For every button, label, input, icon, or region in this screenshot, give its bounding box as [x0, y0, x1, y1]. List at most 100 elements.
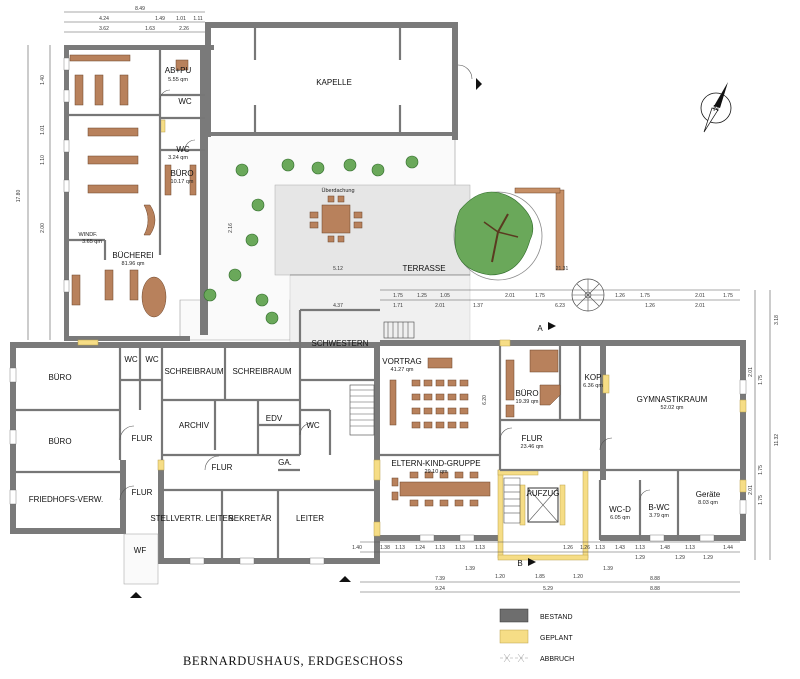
- room-wc-c: WC: [306, 421, 320, 430]
- room-wc-mid: WC: [176, 145, 190, 154]
- entrance-stair: [503, 477, 521, 524]
- svg-text:1.75: 1.75: [640, 293, 650, 299]
- svg-text:1.37: 1.37: [473, 303, 483, 309]
- room-b-wc: B-WC: [648, 503, 670, 512]
- svg-text:1.25: 1.25: [417, 293, 427, 299]
- room-vortrag: VORTRAG: [382, 357, 421, 366]
- legend-swatch-bestand: [499, 608, 529, 623]
- svg-text:8.88: 8.88: [650, 586, 660, 592]
- lecture-seating: [389, 357, 469, 429]
- door-swings: [119, 64, 651, 501]
- staircase-west: [349, 384, 375, 436]
- room-ab-pu: AB+PU: [165, 66, 192, 75]
- svg-text:41.27 qm: 41.27 qm: [391, 367, 414, 373]
- dimension-labels: 8.49 4.24 1.49 1.01 1.11 3.62 1.63 2.26 …: [16, 6, 780, 592]
- svg-text:5.12: 5.12: [333, 266, 343, 272]
- label-ueberdachung: Überdachung: [321, 187, 354, 194]
- north-arrow: N: [700, 82, 732, 133]
- room-schreibraum-2: SCHREIBRAUM: [232, 367, 291, 376]
- svg-text:1.44: 1.44: [723, 545, 733, 551]
- svg-text:2.00: 2.00: [40, 223, 46, 233]
- room-aufzug: AUFZUG: [527, 489, 560, 498]
- svg-text:6.20: 6.20: [482, 395, 488, 405]
- svg-text:21.31: 21.31: [556, 266, 569, 272]
- svg-text:1.01: 1.01: [40, 125, 46, 135]
- room-wc-top: WC: [178, 97, 192, 106]
- svg-text:6.36 qm: 6.36 qm: [583, 383, 603, 389]
- room-buero-east: BÜRO: [515, 389, 538, 398]
- dimension-lines: [27, 11, 771, 593]
- svg-text:1.39: 1.39: [603, 566, 613, 572]
- svg-text:9.24: 9.24: [435, 586, 445, 592]
- svg-text:23.46 qm: 23.46 qm: [521, 444, 544, 450]
- section-marker-a: A: [537, 322, 556, 333]
- svg-text:1.75: 1.75: [393, 293, 403, 299]
- svg-text:3.65 qm: 3.65 qm: [82, 239, 102, 245]
- room-eltern-kind-gruppe: ELTERN-KIND-GRUPPE: [391, 459, 480, 468]
- svg-text:2.01: 2.01: [748, 485, 754, 495]
- svg-text:1.05: 1.05: [440, 293, 450, 299]
- svg-text:4.24: 4.24: [99, 16, 109, 22]
- legend-swatch-abbruch: [500, 653, 528, 663]
- svg-text:1.13: 1.13: [455, 545, 465, 551]
- spiral-stair: [571, 278, 605, 312]
- svg-text:1.40: 1.40: [352, 545, 362, 551]
- room-buecherei: BÜCHEREI: [112, 251, 153, 260]
- interior-walls: [16, 28, 740, 558]
- svg-text:1.85: 1.85: [535, 574, 545, 580]
- svg-text:1.24: 1.24: [415, 545, 425, 551]
- svg-text:52.02 qm: 52.02 qm: [661, 405, 684, 411]
- svg-text:6.23: 6.23: [555, 303, 565, 309]
- section-marker-b: B: [517, 558, 536, 568]
- svg-text:2.01: 2.01: [695, 293, 705, 299]
- svg-text:1.43: 1.43: [615, 545, 625, 551]
- room-wf: WF: [134, 546, 147, 555]
- svg-text:3.18: 3.18: [774, 315, 780, 325]
- room-gymnastikraum: GYMNASTIKRAUM: [637, 395, 708, 404]
- planter-right: [514, 187, 565, 271]
- svg-text:2.01: 2.01: [435, 303, 445, 309]
- facade-windows: [9, 57, 747, 565]
- legend-label-geplant: GEPLANT: [540, 635, 573, 642]
- svg-text:1.26: 1.26: [580, 545, 590, 551]
- svg-text:A: A: [537, 324, 543, 333]
- svg-text:17.80: 17.80: [16, 190, 22, 203]
- office-east-furniture: [505, 349, 561, 418]
- entrance-strip: [123, 533, 159, 585]
- room-buero-top: BÜRO: [170, 169, 193, 178]
- svg-text:2.26: 2.26: [179, 26, 189, 32]
- svg-text:1.13: 1.13: [475, 545, 485, 551]
- staircase-north: [383, 321, 415, 339]
- room-wc-d: WC-D: [609, 505, 631, 514]
- svg-text:2.16: 2.16: [228, 223, 234, 233]
- plan-title: BERNARDUSHAUS, ERDGESCHOSS: [183, 654, 404, 668]
- svg-text:2.01: 2.01: [695, 303, 705, 309]
- svg-text:19.39 qm: 19.39 qm: [516, 399, 539, 405]
- svg-text:1.26: 1.26: [563, 545, 573, 551]
- legend-label-abbruch: ABBRUCH: [540, 656, 574, 663]
- room-sekretaer: SEKRETÄR: [228, 514, 271, 523]
- svg-text:1.20: 1.20: [495, 574, 505, 580]
- svg-text:3.62: 3.62: [99, 26, 109, 32]
- svg-text:1.48: 1.48: [660, 545, 670, 551]
- room-wc-b: WC: [145, 355, 159, 364]
- room-labels: KAPELLE AB+PU 5.55 qm WC WC 3.24 qm BÜRO…: [29, 66, 721, 555]
- svg-text:1.29: 1.29: [675, 555, 685, 561]
- svg-text:1.26: 1.26: [645, 303, 655, 309]
- large-tree: [453, 191, 543, 281]
- svg-text:1.75: 1.75: [535, 293, 545, 299]
- svg-text:1.13: 1.13: [685, 545, 695, 551]
- legend: BESTAND GEPLANT ABBRUCH: [499, 608, 574, 663]
- room-flur-w1: FLUR: [132, 434, 153, 443]
- room-archiv: ARCHIV: [179, 421, 210, 430]
- svg-text:1.26: 1.26: [615, 293, 625, 299]
- planned-walls: [77, 119, 747, 561]
- svg-text:1.38: 1.38: [380, 545, 390, 551]
- svg-text:1.63: 1.63: [145, 26, 155, 32]
- svg-text:1.39: 1.39: [465, 566, 475, 572]
- svg-text:5.29: 5.29: [543, 586, 553, 592]
- room-schreibraum-1: SCHREIBRAUM: [164, 367, 223, 376]
- room-terrasse: TERRASSE: [402, 264, 445, 273]
- elevator-shaft: [527, 487, 559, 523]
- room-friedhofsverwaltung: FRIEDHOFS-VERW.: [29, 495, 104, 504]
